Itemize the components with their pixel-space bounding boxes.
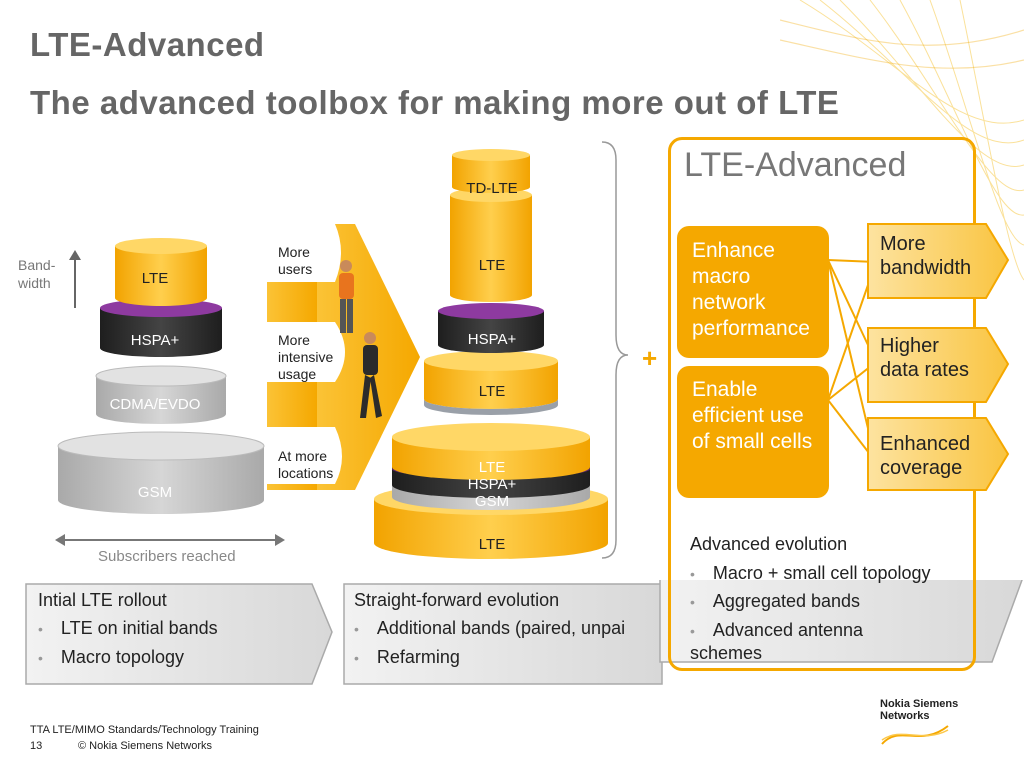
mid-tdlte-label: TD-LTE — [452, 180, 532, 197]
phase-3-bullet-1: •Macro + small cell topology — [690, 563, 931, 584]
lte-advanced-heading: LTE-Advanced — [684, 146, 906, 185]
logo-swirl-icon — [880, 722, 950, 748]
page-title: LTE-Advanced — [30, 26, 265, 64]
mid-gsm-label: GSM — [452, 493, 532, 510]
phase-1-title: Intial LTE rollout — [38, 590, 167, 611]
mid-lte2-label: LTE — [452, 383, 532, 400]
phase-2-bullet-2: •Refarming — [354, 647, 460, 668]
footer-copyright: © Nokia Siemens Networks — [78, 740, 212, 752]
mid-lte3-label: LTE — [452, 459, 532, 476]
left-gsm-label: GSM — [120, 484, 190, 501]
phase-2-bullet-1: •Additional bands (paired, unpai — [354, 618, 625, 639]
nokia-siemens-logo: Nokia Siemens Networks — [880, 698, 990, 758]
footer-course: TTA LTE/MIMO Standards/Technology Traini… — [30, 724, 259, 736]
phase-3-bullet-3: •Advanced antenna schemes — [690, 619, 880, 664]
x-axis-label: Subscribers reached — [98, 548, 236, 565]
mid-lte4-label: LTE — [452, 536, 532, 553]
phase-3-bullet-2: •Aggregated bands — [690, 591, 860, 612]
mid-lte-label: LTE — [452, 257, 532, 274]
phase-3-title: Advanced evolution — [690, 534, 847, 555]
plus-sign: + — [642, 343, 657, 374]
left-hspa-label: HSPA+ — [115, 332, 195, 349]
mid-hspa2-label: HSPA+ — [452, 476, 532, 493]
phase-1-bullet-2: •Macro topology — [38, 647, 184, 668]
y-axis-label-2: width — [18, 275, 51, 291]
footer-page-number: 13 — [30, 740, 42, 752]
page-subtitle: The advanced toolbox for making more out… — [30, 84, 839, 122]
subscribers-axis — [55, 532, 285, 548]
left-cdma-label: CDMA/EVDO — [95, 396, 215, 413]
phase-2-title: Straight-forward evolution — [354, 590, 559, 611]
phase-1-bullet-1: •LTE on initial bands — [38, 618, 218, 639]
left-lte-label: LTE — [120, 270, 190, 287]
mid-hspa-label: HSPA+ — [452, 331, 532, 348]
brace — [600, 140, 630, 560]
